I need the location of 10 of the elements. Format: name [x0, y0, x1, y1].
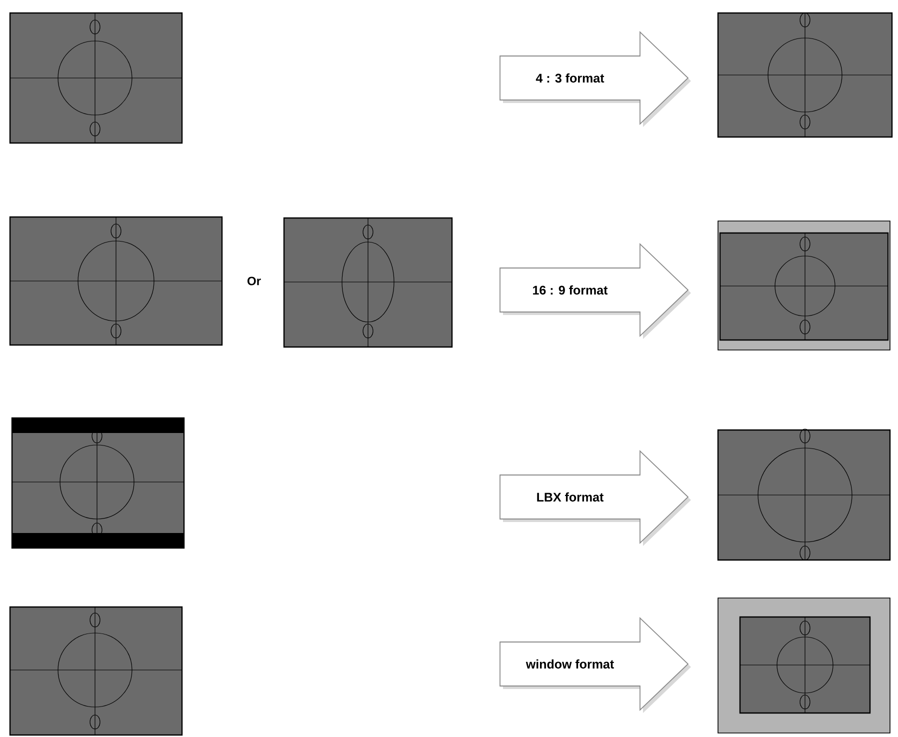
test-pattern-drawing — [717, 12, 893, 138]
test-pattern-drawing — [718, 220, 890, 350]
test-pattern-drawing — [9, 606, 183, 736]
test-pattern-drawing — [718, 598, 890, 734]
test-pattern-drawing — [9, 216, 223, 346]
test-pattern-drawing — [9, 12, 183, 144]
test-pattern-drawing — [11, 417, 185, 549]
test-pattern-drawing — [717, 428, 891, 561]
test-pattern-drawing — [283, 217, 453, 348]
text-label: Or — [248, 276, 261, 286]
